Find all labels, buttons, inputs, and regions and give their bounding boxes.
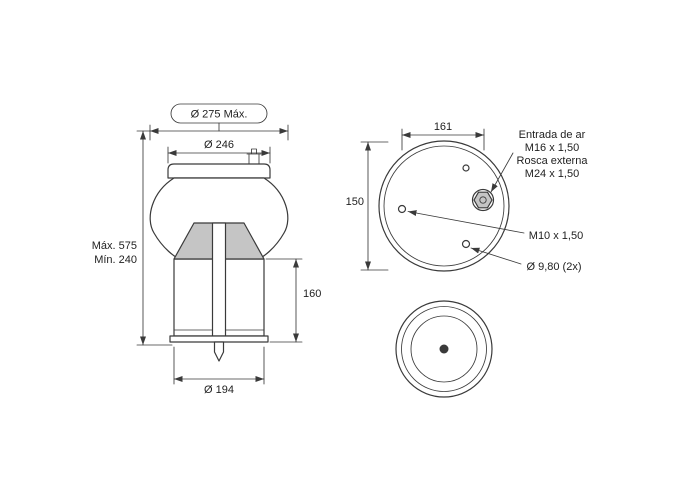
thread-label-1: Rosca externa xyxy=(517,155,589,167)
leader-air-inlet xyxy=(490,152,514,193)
air-inlet-nut xyxy=(471,188,495,212)
hex-nut-icon xyxy=(473,191,493,209)
air-fitting-icon xyxy=(246,148,262,165)
dim-max-diameter: Ø 275 Máx. xyxy=(149,103,289,141)
top-plate-outline xyxy=(378,140,510,272)
thread-label-2: M24 x 1,50 xyxy=(525,168,579,180)
hole-spacing-x-label: 161 xyxy=(434,121,452,133)
hole-spacing-y-label: 150 xyxy=(346,196,364,208)
leader-hole-diameter xyxy=(470,247,522,265)
dim-piston-height: 160 xyxy=(265,258,321,343)
callout-hole-diameter: Ø 9,80 (2x) xyxy=(470,247,582,273)
nut-outer-circle xyxy=(471,188,495,212)
dim-height: Máx. 575 Mín. 240 xyxy=(92,130,173,346)
plate-diameter-label: Ø 246 xyxy=(204,139,234,151)
dim-piston-diameter: Ø 194 xyxy=(173,346,265,396)
hole-diameter-label: Ø 9,80 (2x) xyxy=(526,261,581,273)
side-view: Ø 275 Máx. Ø 246 Máx. 575 Mín. 240 16 xyxy=(92,103,321,396)
bottom-stud xyxy=(213,341,225,362)
hole-top xyxy=(462,164,470,172)
bottom-view-inner-circle xyxy=(410,315,478,383)
piston-height-label: 160 xyxy=(303,288,321,300)
top-plate xyxy=(167,163,271,179)
piston-rod xyxy=(211,222,227,337)
piston-diameter-label: Ø 194 xyxy=(204,384,234,396)
bottom-view-center-stud xyxy=(439,344,449,354)
air-inlet-label-2: M16 x 1,50 xyxy=(525,142,579,154)
bottom-view-middle-circle xyxy=(401,306,487,392)
air-inlet-label-1: Entrada de ar xyxy=(519,129,586,141)
dim-plate-diameter: Ø 246 xyxy=(167,139,271,164)
bottom-view-outer-circle xyxy=(395,300,493,398)
leader-stud-thread xyxy=(407,210,525,234)
stud-hole-left xyxy=(397,204,407,214)
top-plate-inner-rim xyxy=(383,145,505,267)
air-spring-assembly xyxy=(149,148,289,362)
base-flange xyxy=(169,335,269,343)
height-max-label: Máx. 575 xyxy=(92,240,137,252)
dim-hole-spacing-y: 150 xyxy=(346,141,389,271)
stud-thread-label: M10 x 1,50 xyxy=(529,230,583,242)
callout-stud-thread: M10 x 1,50 xyxy=(407,210,583,242)
hole-bottom xyxy=(461,239,471,249)
callout-air-inlet: Entrada de ar M16 x 1,50 Rosca externa M… xyxy=(490,129,589,193)
top-view: 161 150 Entrada de ar M16 x 1,50 Rosca e… xyxy=(346,121,589,273)
bottom-view xyxy=(395,300,493,398)
dim-hole-spacing-x: 161 xyxy=(401,121,485,151)
max-diameter-label: Ø 275 Máx. xyxy=(191,109,248,121)
nut-bore xyxy=(479,196,487,204)
height-min-label: Mín. 240 xyxy=(94,254,137,266)
